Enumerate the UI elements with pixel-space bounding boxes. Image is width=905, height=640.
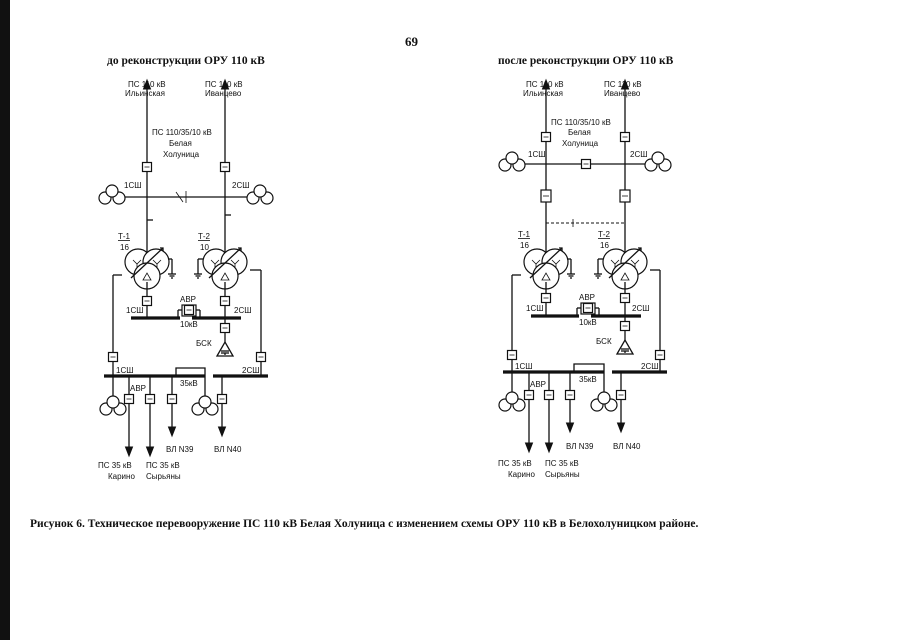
bus-35kv-label: 35кВ [180,379,198,388]
syryany-label-2: Сырьяны [146,472,181,481]
t1-name: Т-1 [118,232,131,241]
mv-section-1-label: 1СШ [116,366,134,375]
karino-label-2: Карино [108,472,135,481]
figure-caption: Рисунок 6. Техническое перевооружение ПС… [30,518,699,530]
feeder-label-ilinskaya-2: Ильинская [523,89,563,98]
t1-rating: 16 [520,241,529,250]
lv-section-2-label: 2СШ [234,306,252,315]
substation-label-1: ПС 110/35/10 кВ [152,128,212,137]
lv-section-1-label: 1СШ [126,306,144,315]
feeder-label-ivantsevo-2: Иванцево [604,89,641,98]
bsk-label: БСК [196,339,212,348]
syryany-label-2: Сырьяны [545,470,580,479]
syryany-label-1: ПС 35 кВ [146,461,180,470]
avr-10kv-label: АВР [579,293,595,302]
t2-name: Т-2 [198,232,211,241]
schematic-before: ПС 110 кВ Ильинская ПС 110 кВ Иванцево П… [98,79,274,481]
t2-rating: 10 [200,243,209,252]
feeder-label-ivantsevo-1: ПС 110 кВ [604,80,642,89]
avr-35kv-label: АВР [530,380,546,389]
mv-section-2-label: 2СШ [242,366,260,375]
mv-section-1-label: 1СШ [515,362,533,371]
feeder-label-ilinskaya-2: Ильинская [125,89,165,98]
t1-rating: 16 [120,243,129,252]
page-number: 69 [405,34,418,49]
lv-section-2-label: 2СШ [632,304,650,313]
bsk-label: БСК [596,337,612,346]
vl39-label: ВЛ N39 [166,445,194,454]
substation-label-2: Белая [169,139,192,148]
t2-rating: 16 [600,241,609,250]
vl39-label: ВЛ N39 [566,442,594,451]
feeder-label-ivantsevo-1: ПС 110 кВ [205,80,243,89]
mv-section-2-label: 2СШ [641,362,659,371]
substation-label-2: Белая [568,128,591,137]
avr-35kv-label: АВР [130,384,146,393]
karino-label-1: ПС 35 кВ [98,461,132,470]
vl40-label: ВЛ N40 [613,442,641,451]
substation-label-1: ПС 110/35/10 кВ [551,118,611,127]
feeder-label-ilinskaya-1: ПС 110 кВ [526,80,564,89]
feeder-label-ivantsevo-2: Иванцево [205,89,242,98]
schematic-after: ПС 110 кВ Ильинская ПС 110 кВ Иванцево П… [498,79,672,479]
lv-section-1-label: 1СШ [526,304,544,313]
bus-10kv-label: 10кВ [579,318,597,327]
substation-label-3: Холуница [163,150,200,159]
bus-10kv-label: 10кВ [180,320,198,329]
vl40-label: ВЛ N40 [214,445,242,454]
scan-edge-bar [0,0,10,640]
substation-label-3: Холуница [562,139,599,148]
avr-10kv-label: АВР [180,295,196,304]
hv-section-1-label: 1СШ [124,181,142,190]
hv-section-2-label: 2СШ [630,150,648,159]
diagram-title-before: до реконструкции ОРУ 110 кВ [107,55,265,67]
hv-section-1-label: 1СШ [528,150,546,159]
t2-name: Т-2 [598,230,611,239]
bus-35kv-label: 35кВ [579,375,597,384]
t1-name: Т-1 [518,230,531,239]
feeder-label-ilinskaya-1: ПС 110 кВ [128,80,166,89]
karino-label-2: Карино [508,470,535,479]
hv-section-2-label: 2СШ [232,181,250,190]
diagram-title-after: после реконструкции ОРУ 110 кВ [498,55,674,67]
karino-label-1: ПС 35 кВ [498,459,532,468]
syryany-label-1: ПС 35 кВ [545,459,579,468]
